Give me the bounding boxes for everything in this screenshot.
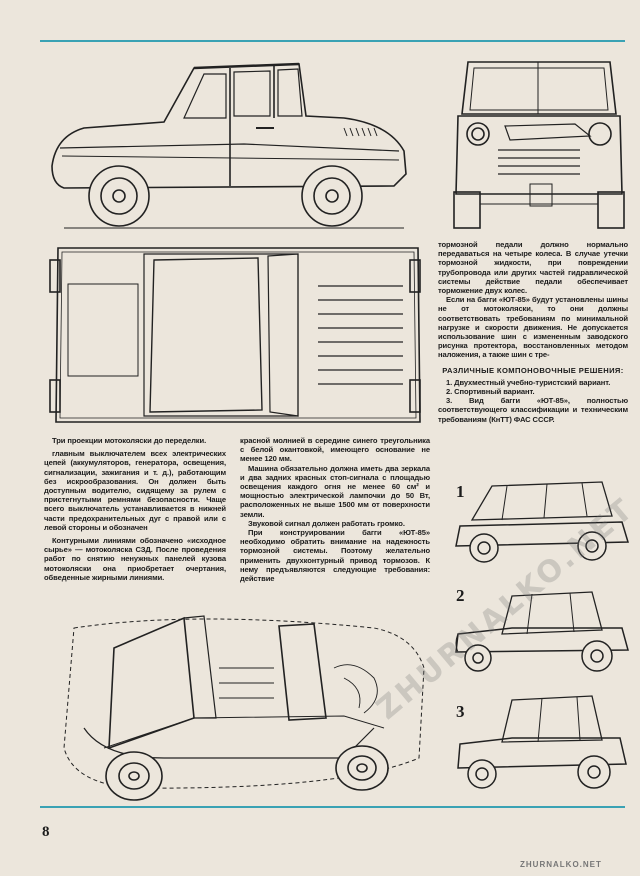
- left-text-column: Три проекции мотоколяски до переделки. г…: [44, 436, 226, 582]
- paragraph-brakes: При конструировании багги «ЮТ-85» необхо…: [240, 528, 430, 584]
- side-view-drawing: [44, 56, 414, 234]
- figure-number-1: 1: [456, 482, 465, 501]
- front-view-drawing: [450, 54, 625, 234]
- top-rule: [40, 40, 625, 42]
- perspective-modification-drawing: [44, 608, 434, 808]
- paragraph-switch: главным выключателем всех электрических …: [44, 449, 226, 532]
- figure-caption-projections: Три проекции мотоколяски до переделки.: [52, 436, 207, 445]
- paragraph-mirrors: Машина обязательно должна иметь два зерк…: [240, 463, 430, 519]
- figure-caption-contours: Контурными линиями обозначено «исходное …: [44, 536, 226, 582]
- top-view-drawing: [48, 240, 428, 430]
- option-item-3: 3. Вид багги «ЮТ-85», полностью соответс…: [438, 396, 628, 424]
- buggy-variant-3-drawing: [452, 692, 632, 796]
- site-footer: ZHURNALKO.NET: [520, 860, 602, 869]
- buggy-variant-2-drawing: [452, 588, 632, 680]
- option-item-2: 2. Спортивный вариант.: [446, 387, 535, 397]
- buggy-variant-1-drawing: [452, 476, 632, 566]
- page-number: 8: [42, 824, 50, 840]
- bottom-rule: [40, 806, 625, 808]
- middle-text-column: красной молнией в середине синего треуго…: [240, 436, 430, 583]
- paragraph-lightning: красной молнией в середине синего треуго…: [240, 436, 430, 464]
- figure-number-2: 2: [456, 586, 465, 605]
- figure-number-3: 3: [456, 702, 465, 721]
- options-heading: РАЗЛИЧНЫЕ КОМПОНОВОЧНЫЕ РЕШЕНИЯ:: [442, 365, 624, 375]
- option-item-1: 1. Двухместный учебно-туристский вариант…: [446, 377, 611, 387]
- right-text-column: тормозной педали должно нормально переда…: [438, 240, 628, 424]
- paragraph-tyres: Если на багги «ЮТ-85» будут установлены …: [438, 295, 628, 360]
- paragraph-horn: Звуковой сигнал должен работать громко.: [248, 518, 405, 528]
- paragraph-brake-pedal: тормозной педали должно нормально переда…: [438, 240, 628, 296]
